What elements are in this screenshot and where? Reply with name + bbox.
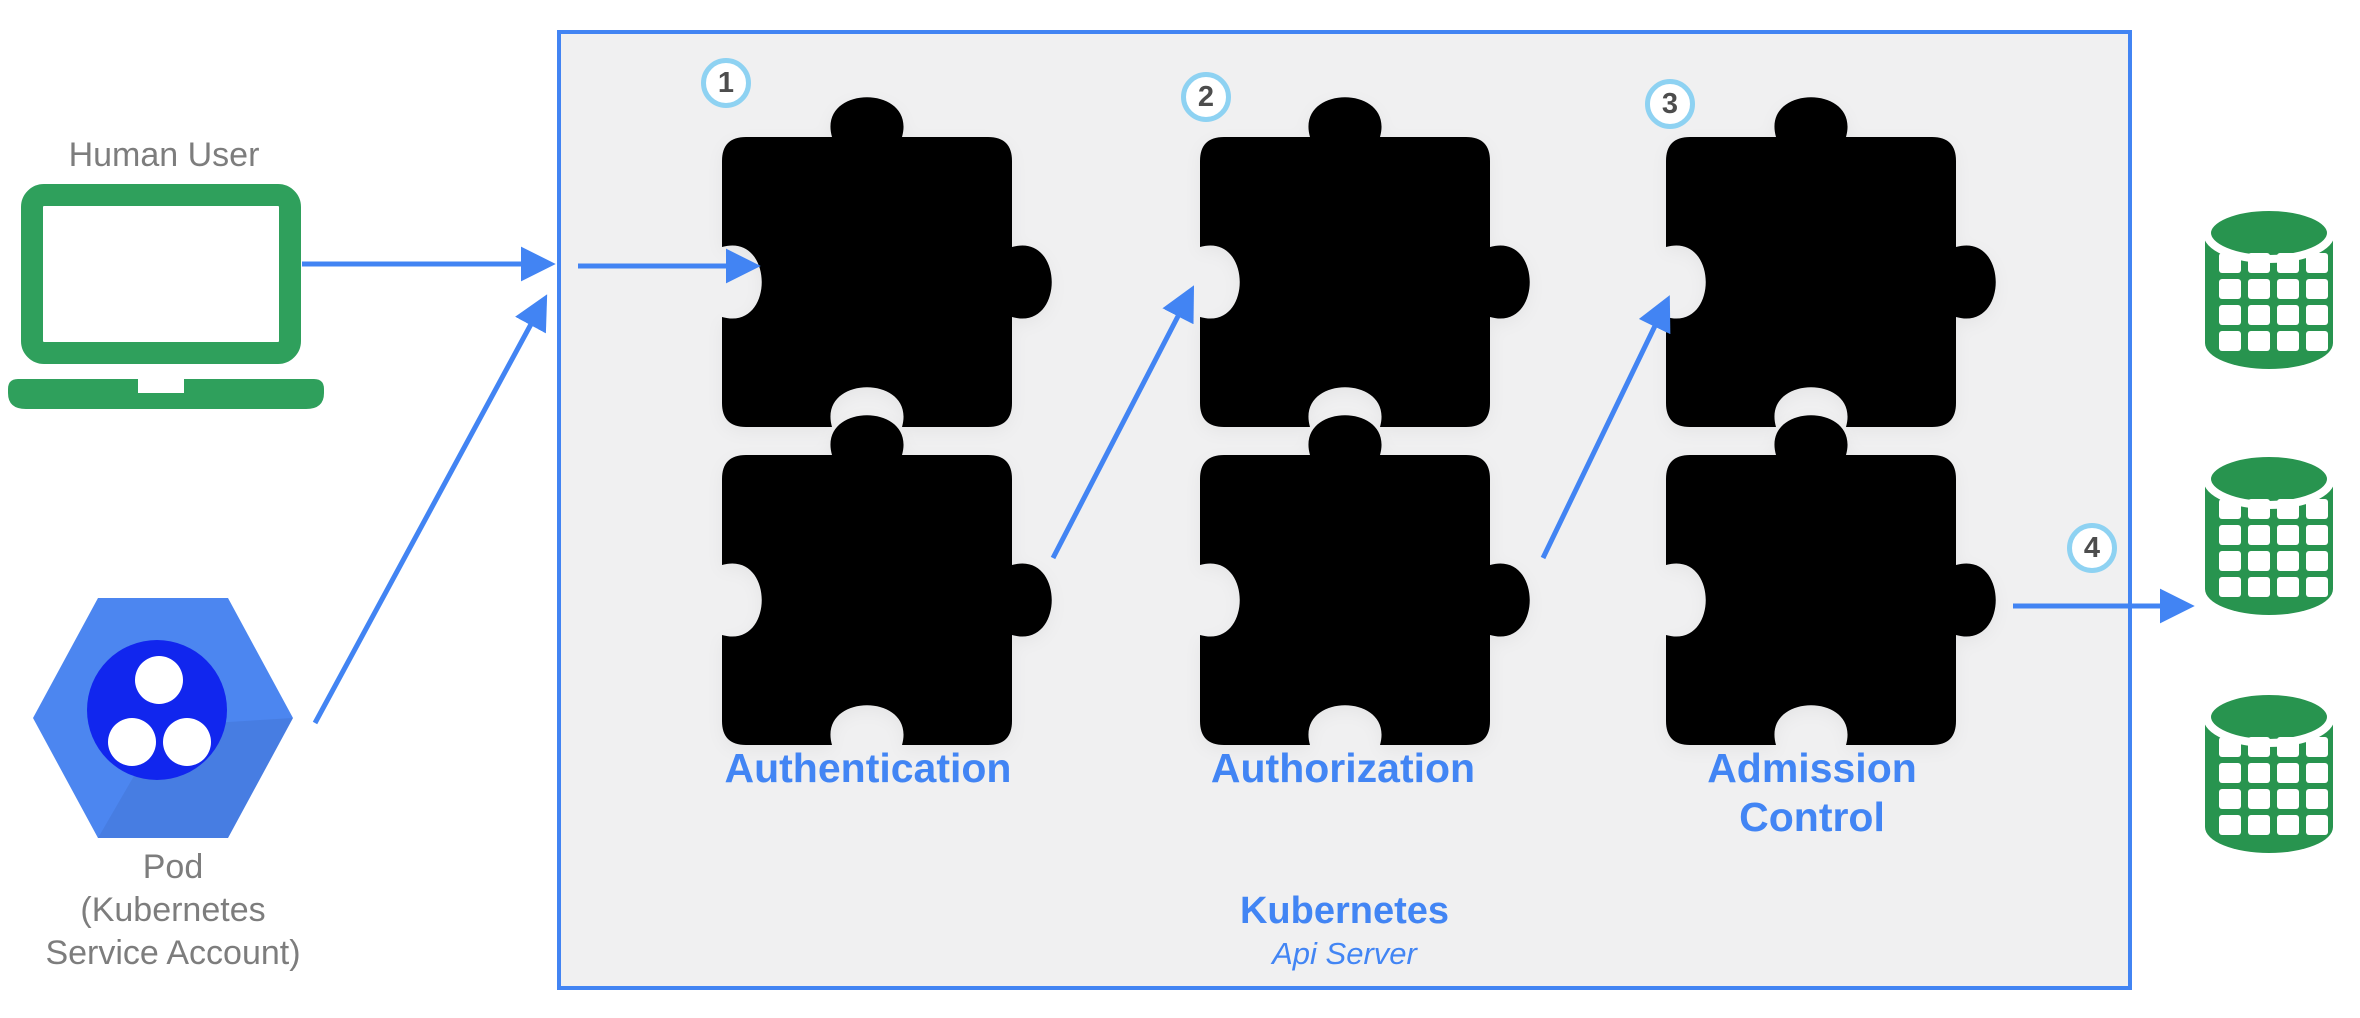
api-server-subtitle: Api Server xyxy=(1272,936,1417,971)
step-number: 3 xyxy=(1661,87,1679,120)
step-number: 4 xyxy=(2083,531,2101,564)
stage-label-authentication: Authentication xyxy=(724,745,1012,791)
puzzle-piece-authentication-bottom xyxy=(722,415,1052,745)
api-server-title: Kubernetes xyxy=(1239,890,1450,932)
step-badge-1: 1 xyxy=(701,58,751,108)
step-badge-3: 3 xyxy=(1645,79,1695,129)
database-icon xyxy=(2202,195,2336,373)
arrow-pod-to-api-server xyxy=(312,294,548,725)
step-badge-4: 4 xyxy=(2067,523,2117,573)
stage-label-authorization: Authorization xyxy=(1210,745,1476,791)
pod-label: Pod (Kubernetes Service Account) xyxy=(10,846,336,975)
stage-label-admission-control: Admission Control xyxy=(1707,745,1917,840)
pod-label-line: (Kubernetes xyxy=(80,891,266,929)
database-icon xyxy=(2202,441,2336,619)
puzzle-piece-authorization-bottom xyxy=(1200,415,1530,745)
human-user-label: Human User xyxy=(68,136,260,174)
step-number: 2 xyxy=(1197,80,1215,113)
puzzle-piece-admission-bottom xyxy=(1666,415,1996,745)
pod-hexagon-icon xyxy=(33,598,293,838)
pod-label-line: Pod xyxy=(142,848,204,886)
step-number: 1 xyxy=(717,66,735,99)
step-badge-2: 2 xyxy=(1181,72,1231,122)
laptop-icon xyxy=(8,184,324,409)
pod-label-line: Service Account) xyxy=(45,934,301,972)
database-icon xyxy=(2202,679,2336,857)
